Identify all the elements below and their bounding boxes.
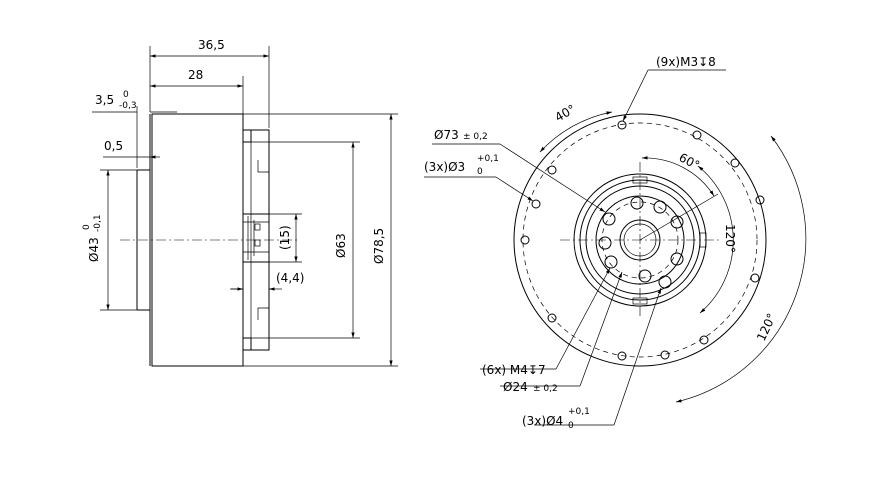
label-d4-holes: (3x)Ø4	[522, 414, 563, 428]
svg-text:+0,1: +0,1	[477, 154, 499, 164]
svg-text:-0,1: -0,1	[93, 214, 103, 232]
dim-shoulder: Ø43	[87, 237, 101, 262]
front-view: 40° 60° 120° 120° (9x)M3↧8 Ø73 ± 0,2 (3x…	[424, 55, 807, 431]
connector-block	[242, 213, 270, 263]
m3-hole-7	[750, 273, 760, 283]
label-d3-holes: (3x)Ø3	[424, 160, 465, 174]
dim-rotor: Ø63	[334, 233, 348, 258]
m4-hole-5	[604, 255, 618, 269]
dim-connector: (15)	[278, 225, 292, 250]
angle-120-inner-label: 120°	[723, 224, 737, 253]
dim-length-body: 28	[188, 68, 203, 82]
m3-hole-9	[692, 130, 702, 140]
rear-bottom-tab	[242, 337, 252, 351]
d4-hole-3	[598, 236, 612, 250]
svg-text:± 0,2: ± 0,2	[463, 132, 488, 142]
svg-text:-0,3: -0,3	[119, 101, 137, 111]
svg-text:+0,1: +0,1	[568, 407, 590, 417]
m4-hole-4	[638, 269, 652, 283]
label-d73: Ø73	[434, 128, 459, 142]
label-d24: Ø24	[503, 380, 528, 394]
angle-120-outer-arc	[675, 135, 807, 403]
angle-40-label: 40°	[553, 102, 578, 125]
side-view: 36,5 28 3,5 0 -0,3 0,5 Ø43 0 -0,1 (15)	[82, 38, 398, 367]
angle-120-outer-label: 120°	[754, 311, 779, 343]
svg-text:± 0,2: ± 0,2	[533, 384, 558, 394]
angle-60-label: 60°	[677, 150, 702, 172]
rear-top-tab	[242, 129, 252, 143]
dim-connector-depth: (4,4)	[276, 271, 304, 285]
angle-40-arc	[539, 111, 613, 153]
angle-60-arc	[641, 156, 715, 197]
m3-hole-8	[730, 158, 740, 168]
dim-outer: Ø78,5	[372, 228, 386, 264]
dim-offset: 0,5	[104, 139, 123, 153]
label-m4-holes: (6x) M4↧7	[482, 363, 546, 377]
d4-hole-2	[658, 275, 672, 289]
label-m3-holes: (9x)M3↧8	[656, 55, 716, 69]
d3-hole-1	[531, 199, 541, 209]
m3-hole-1	[617, 120, 627, 130]
m3-hole-2	[547, 165, 557, 175]
svg-text:0: 0	[82, 224, 92, 230]
svg-text:0: 0	[568, 421, 574, 431]
d4-hole-1	[630, 196, 644, 210]
svg-text:0: 0	[477, 167, 483, 177]
dim-length-total: 36,5	[198, 38, 225, 52]
d3-hole-2	[660, 350, 670, 360]
m4-hole-6	[602, 212, 616, 226]
m3-hole-4	[547, 313, 557, 323]
m3-hole-5	[617, 351, 627, 361]
m3-hole-3	[520, 235, 530, 245]
m4-hole-1	[653, 200, 667, 214]
svg-text:0: 0	[123, 90, 129, 100]
dim-flange: 3,5	[95, 93, 114, 107]
